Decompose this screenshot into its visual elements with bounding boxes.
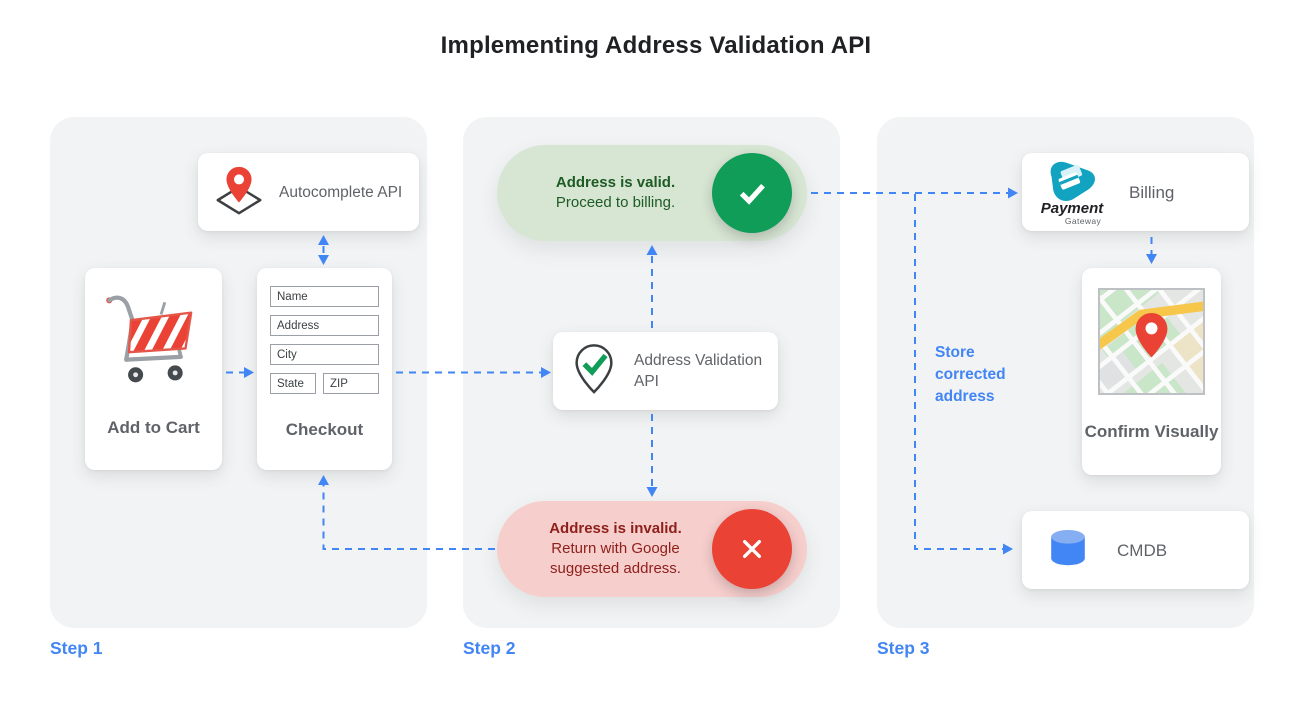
billing-label: Billing <box>1129 182 1175 202</box>
card-billing: Payment Gateway Billing <box>1022 153 1249 231</box>
shopping-cart-icon <box>97 286 210 397</box>
autocomplete-map-pin-icon <box>212 163 266 222</box>
check-circle-badge <box>712 153 792 233</box>
address-invalid-pill: Address is invalid. Return with Google s… <box>497 501 807 597</box>
valid-title: Address is valid. <box>555 174 676 191</box>
invalid-title: Address is invalid. <box>549 520 682 537</box>
validation-api-label: Address Validation API <box>634 352 763 390</box>
field-state: State <box>270 373 316 394</box>
x-icon <box>743 540 761 558</box>
invalid-subtitle: Return with Google suggested address. <box>550 540 681 577</box>
payment-gateway-logo: Payment Gateway <box>1036 158 1108 226</box>
card-cmdb: CMDB <box>1022 511 1249 589</box>
field-address: Address <box>270 315 379 336</box>
field-city: City <box>270 344 379 365</box>
confirm-visually-label: Confirm Visually <box>1084 422 1219 441</box>
page-title: Implementing Address Validation API <box>440 32 872 59</box>
check-icon <box>739 183 765 205</box>
step-3-label: Step 3 <box>877 638 930 658</box>
payment-logo-subtitle: Gateway <box>1064 216 1102 226</box>
add-to-cart-label: Add to Cart <box>107 418 200 437</box>
step-1-label: Step 1 <box>50 638 103 658</box>
database-icon <box>1044 524 1092 577</box>
field-zip: ZIP <box>323 373 379 394</box>
checkout-label: Checkout <box>285 420 364 439</box>
card-add-to-cart: Add to Cart <box>85 268 222 470</box>
map-thumbnail <box>1020 210 1283 473</box>
field-name: Name <box>270 286 379 307</box>
payment-logo-title: Payment <box>1040 200 1104 217</box>
x-circle-badge <box>712 509 792 589</box>
valid-subtitle: Proceed to billing. <box>555 194 676 211</box>
step-2-label: Step 2 <box>463 638 516 658</box>
cmdb-label: CMDB <box>1117 540 1168 560</box>
card-autocomplete-api: Autocomplete API <box>198 153 419 231</box>
card-checkout: Name Address City State ZIP Checkout <box>257 268 392 470</box>
card-confirm-visually: Confirm Visually <box>1020 210 1283 475</box>
store-corrected-address-label: Store corrected address <box>935 344 1006 405</box>
card-address-validation-api: Address Validation API <box>553 332 778 410</box>
validation-pin-check-icon <box>567 342 621 401</box>
address-valid-pill: Address is valid. Proceed to billing. <box>497 145 807 241</box>
checkout-form: Name Address City State ZIP <box>257 268 392 402</box>
autocomplete-api-label: Autocomplete API <box>279 183 403 201</box>
